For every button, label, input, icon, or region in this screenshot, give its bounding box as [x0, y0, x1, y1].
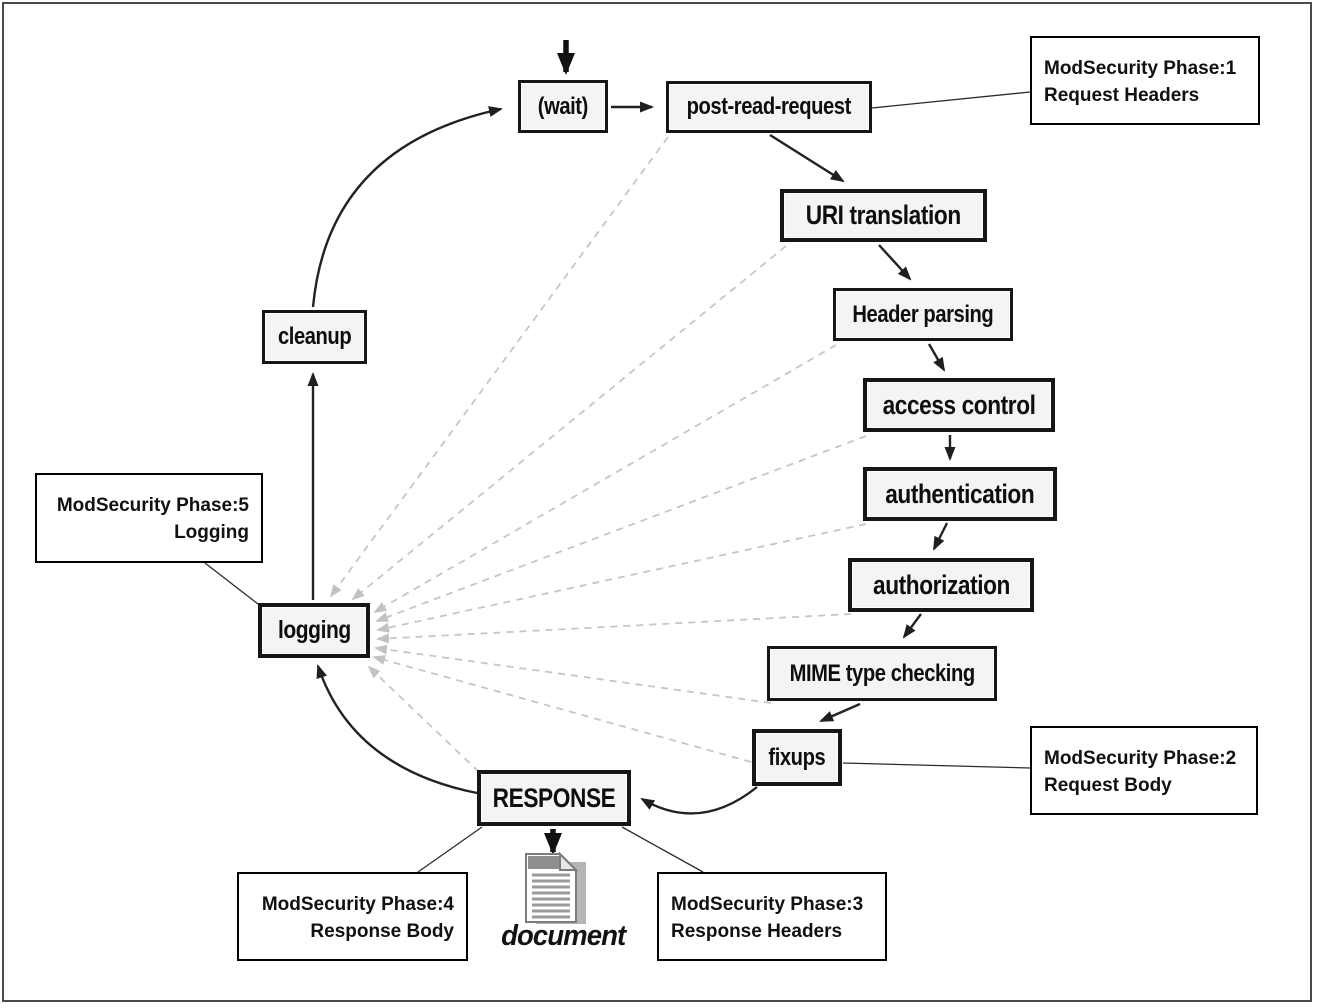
node-wait: (wait) — [518, 80, 608, 133]
arrow-authorization-to-mime-type-checking — [902, 613, 922, 639]
arrow-response-to-logging — [316, 664, 478, 795]
callout-modsecurity-phase4: ModSecurity Phase:4 Response Body — [237, 872, 468, 961]
node-post-read-request: post-read-request — [666, 81, 872, 133]
node-fixups-label: fixups — [768, 743, 826, 771]
arrow-authentication-to-authorization — [932, 522, 949, 551]
node-header-parsing: Header parsing — [833, 288, 1013, 341]
arrow-header-parsing-to-access-control — [927, 343, 946, 372]
arrow-uri-translation-to-header-parsing — [878, 244, 912, 281]
node-authentication-label: authentication — [885, 478, 1035, 509]
dashed-arrow-authorization-to-logging — [376, 613, 852, 644]
callout-phase3-line2: Response Headers — [671, 921, 843, 942]
node-fixups: fixups — [752, 729, 842, 786]
dashed-arrow-mime-type-checking-to-logging — [374, 644, 772, 704]
node-cleanup-label: cleanup — [277, 323, 352, 350]
node-response-label: RESPONSE — [492, 782, 616, 813]
callout-phase5-line2: Logging — [174, 522, 249, 543]
node-uri-translation: URI translation — [780, 189, 987, 242]
callout-phase1-line2: Request Headers — [1044, 85, 1200, 106]
node-wait-label: (wait) — [537, 92, 589, 120]
arrow-cleanup-to-wait — [311, 106, 503, 308]
callout-phase4-line2: Response Body — [310, 921, 454, 942]
connector-phase5 — [204, 562, 259, 605]
node-logging: logging — [258, 603, 370, 658]
callout-modsecurity-phase2: ModSecurity Phase:2 Request Body — [1030, 726, 1258, 815]
callout-modsecurity-phase5: ModSecurity Phase:5 Logging — [35, 473, 263, 563]
dashed-arrow-post-read-request-to-logging — [329, 136, 669, 598]
dashed-arrow-authentication-to-logging — [376, 523, 867, 633]
connector-phase4 — [417, 826, 483, 873]
dashed-arrow-header-parsing-to-logging — [373, 344, 837, 614]
callout-phase5-line1: ModSecurity Phase:5 — [56, 495, 249, 516]
node-post-read-request-label: post-read-request — [686, 93, 852, 120]
node-authorization: authorization — [848, 558, 1034, 612]
node-mime-type-checking: MIME type checking — [767, 646, 997, 701]
node-mime-type-checking-label: MIME type checking — [789, 659, 975, 687]
node-logging-label: logging — [277, 616, 351, 644]
callout-modsecurity-phase3: ModSecurity Phase:3 Response Headers — [657, 872, 887, 961]
callout-phase1-line1: ModSecurity Phase:1 — [1044, 58, 1237, 79]
node-authorization-label: authorization — [872, 569, 1010, 600]
callout-phase3-line1: ModSecurity Phase:3 — [671, 894, 864, 915]
node-access-control: access control — [863, 378, 1055, 432]
dashed-arrow-fixups-to-logging — [372, 655, 752, 763]
callout-modsecurity-phase1: ModSecurity Phase:1 Request Headers — [1030, 36, 1260, 125]
dashed-arrow-uri-translation-to-logging — [351, 245, 787, 601]
arrow-fixups-to-response — [640, 786, 758, 815]
node-cleanup: cleanup — [262, 310, 367, 364]
callout-phase4-line1: ModSecurity Phase:4 — [261, 894, 454, 915]
arrow-post-read-request-to-uri-translation — [769, 133, 845, 183]
node-authentication: authentication — [863, 467, 1057, 521]
connector-phase1 — [871, 91, 1031, 109]
node-uri-translation-label: URI translation — [805, 200, 962, 230]
document-icon — [525, 852, 586, 924]
node-access-control-label: access control — [882, 389, 1036, 420]
callout-phase2-line1: ModSecurity Phase:2 — [1044, 748, 1237, 769]
dashed-arrow-access-control-to-logging — [375, 435, 867, 622]
connector-phase2 — [842, 762, 1031, 769]
callout-phase2-line2: Request Body — [1044, 775, 1172, 796]
document-label: document — [501, 920, 626, 952]
node-response: RESPONSE — [477, 770, 631, 826]
arrow-mime-type-checking-to-fixups — [819, 702, 861, 723]
node-header-parsing-label: Header parsing — [852, 300, 994, 328]
connector-phase3 — [621, 826, 704, 873]
